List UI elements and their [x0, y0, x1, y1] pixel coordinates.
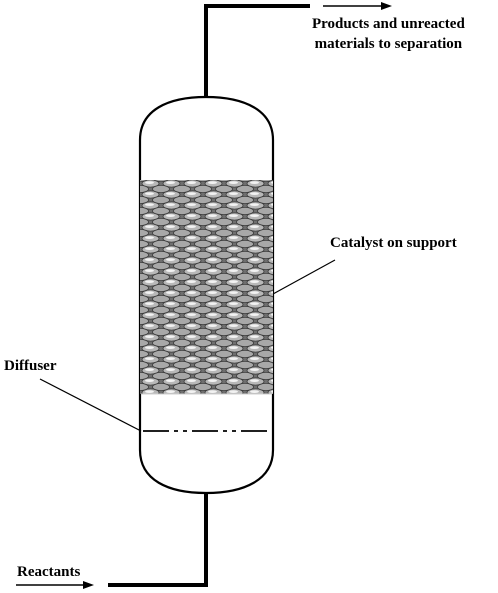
reactants-label: Reactants: [17, 564, 81, 580]
diffuser-leader-line: [39, 378, 142, 432]
products-label-line2: materials to separation: [314, 36, 463, 52]
products-label-line1: Products and unreacted: [312, 16, 465, 32]
inlet-pipe: [108, 493, 208, 587]
outlet-pipe: [204, 4, 310, 97]
catalyst-leader-line: [272, 259, 336, 295]
outlet-arrow: [323, 2, 392, 10]
products-label: Products and unreacted materials to sepa…: [312, 14, 465, 54]
inlet-arrow: [16, 581, 94, 589]
catalyst-bed: [140, 180, 273, 394]
diffuser-label: Diffuser: [4, 358, 57, 374]
catalyst-label: Catalyst on support: [330, 235, 457, 251]
